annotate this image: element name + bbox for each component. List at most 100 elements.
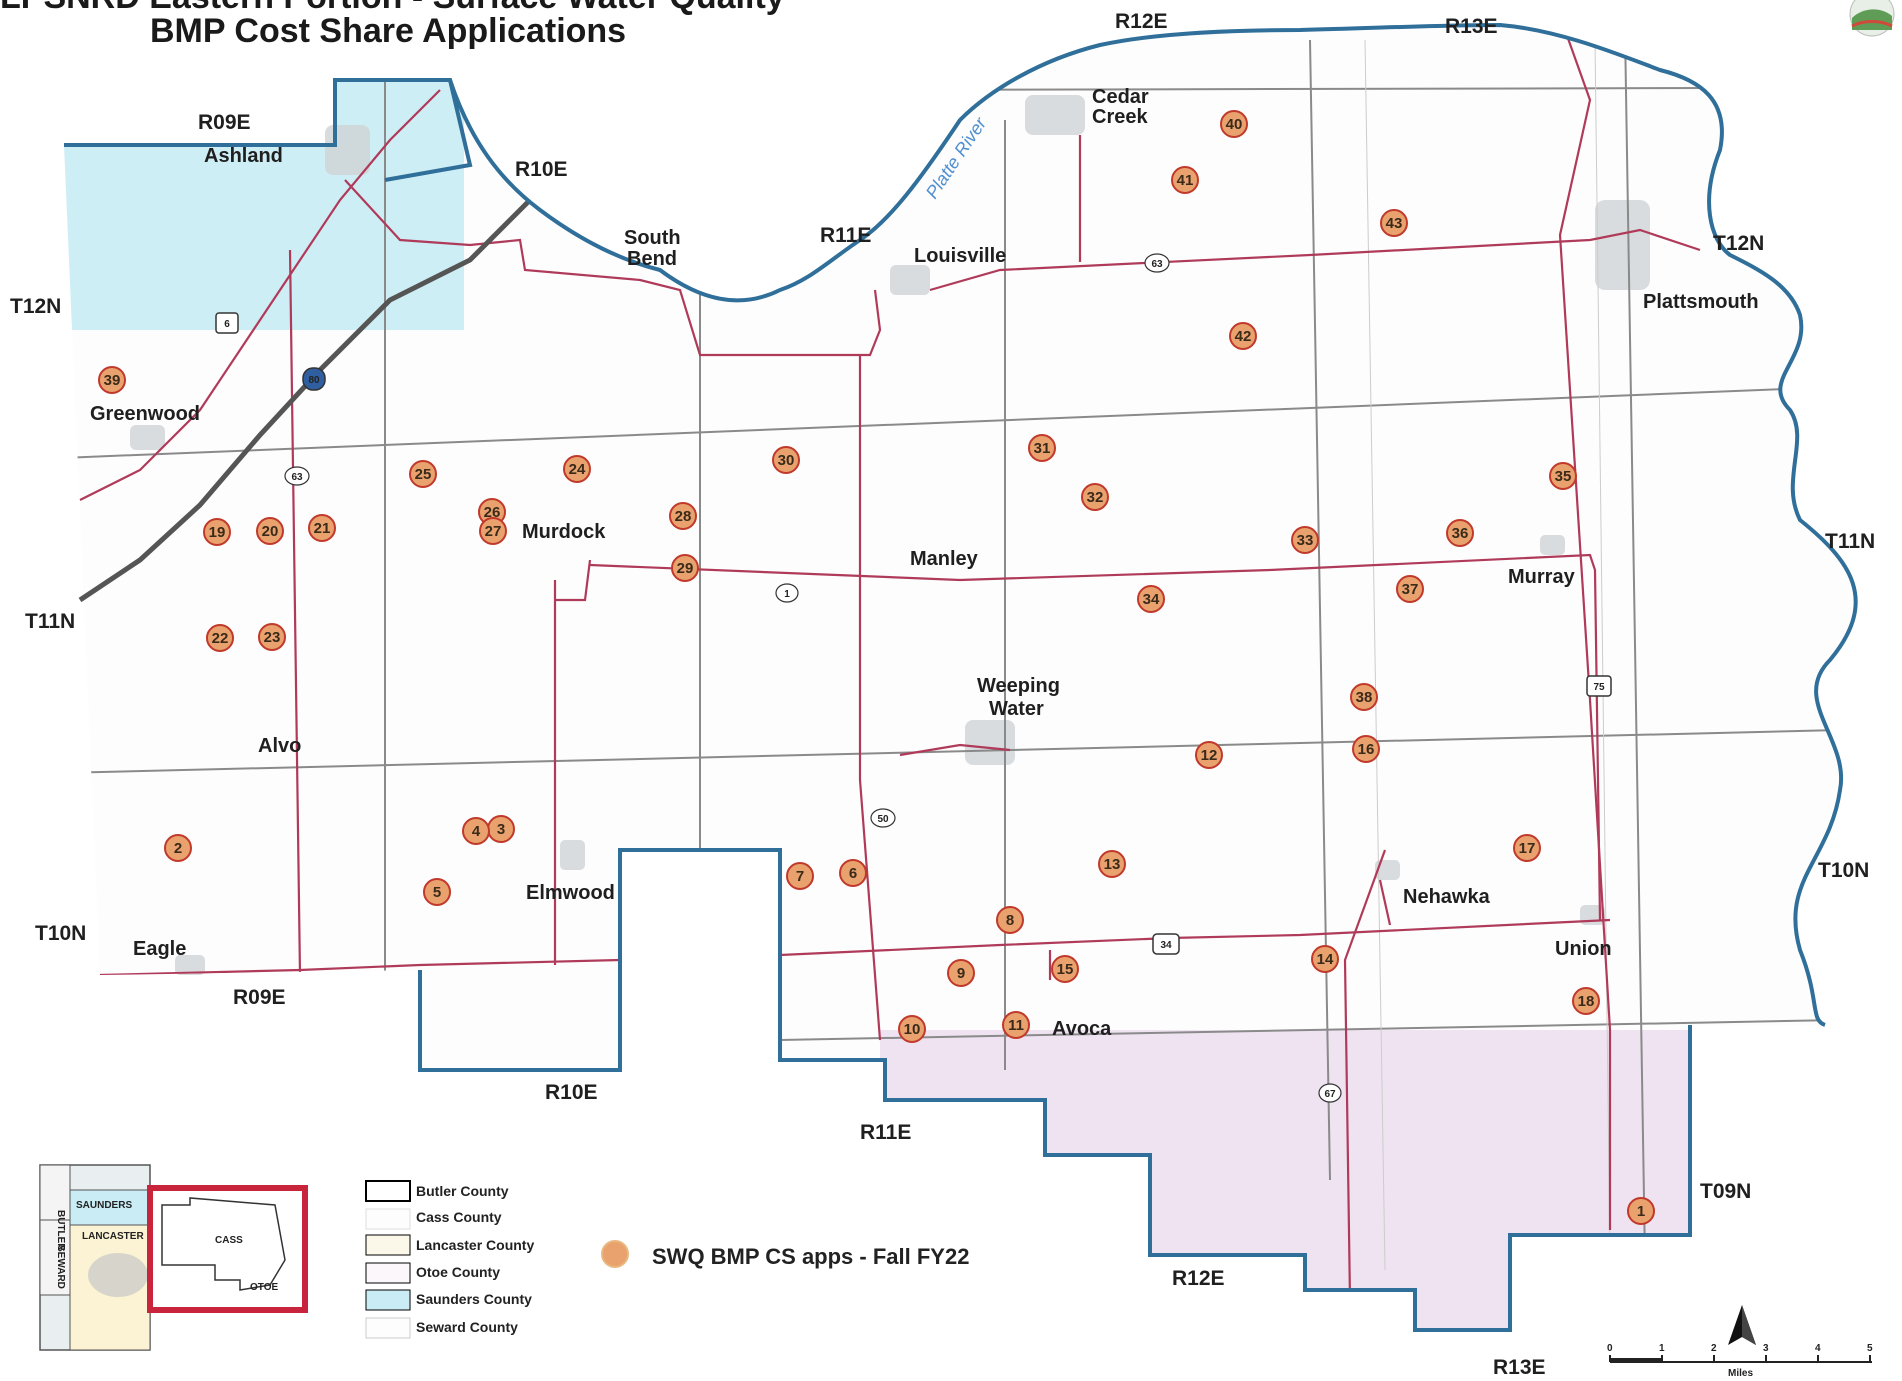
- application-point: 35: [1549, 462, 1577, 490]
- scale-tick: 0: [1607, 1343, 1613, 1354]
- application-point-marker: [1051, 955, 1079, 983]
- application-point-number: 16: [1358, 741, 1375, 758]
- township-labels: T12N T12N T11N T11N T10N T10N T09N: [10, 232, 1875, 1203]
- application-point: 16: [1352, 735, 1380, 763]
- application-point-number: 14: [1317, 951, 1334, 968]
- town-label: South: [624, 227, 681, 249]
- application-point: 19: [203, 518, 231, 546]
- application-point: 12: [1195, 741, 1223, 769]
- legend: Butler County Cass County Lancaster Coun…: [365, 1180, 969, 1339]
- application-point-number: 4: [472, 823, 481, 840]
- application-point: 24: [563, 455, 591, 483]
- application-point-number: 15: [1057, 961, 1074, 978]
- application-point: 21: [308, 514, 336, 542]
- application-point-marker: [462, 817, 490, 845]
- application-point-number: 8: [1006, 912, 1014, 929]
- application-point-number: 2: [174, 840, 182, 857]
- scale-bar: 0 1 2 3 4 5 Miles: [1607, 1343, 1873, 1379]
- route-number: 6: [224, 319, 230, 330]
- application-point-number: 17: [1519, 840, 1536, 857]
- application-point-marker: [206, 624, 234, 652]
- application-point: 9: [947, 959, 975, 987]
- application-point-marker: [479, 517, 507, 545]
- application-point-number: 30: [778, 452, 795, 469]
- application-point-number: 1: [1637, 1203, 1645, 1220]
- town-label: Nehawka: [1403, 886, 1491, 908]
- application-point-number: 21: [314, 520, 331, 537]
- application-point: 5: [423, 878, 451, 906]
- application-point: 1: [1627, 1197, 1655, 1225]
- town-label: Cedar: [1092, 86, 1149, 108]
- application-point: 30: [772, 446, 800, 474]
- range-label: R11E: [860, 1121, 911, 1144]
- application-point: 7: [786, 862, 814, 890]
- application-point-marker: [258, 623, 286, 651]
- application-point-number: 23: [264, 629, 281, 646]
- township-label: T12N: [10, 295, 61, 318]
- application-point-number: 29: [677, 560, 694, 577]
- legend-item: Seward County: [416, 1319, 518, 1335]
- range-label: R09E: [198, 111, 251, 134]
- application-point-marker: [786, 862, 814, 890]
- township-label: T12N: [1713, 232, 1764, 255]
- application-point-number: 3: [497, 821, 505, 838]
- township-label: T10N: [1818, 859, 1869, 882]
- application-point-marker: [1549, 462, 1577, 490]
- route-number: 50: [877, 814, 889, 825]
- range-label: R12E: [1115, 10, 1168, 33]
- application-point-number: 25: [415, 466, 432, 483]
- application-point: 15: [1051, 955, 1079, 983]
- application-point: 14: [1311, 945, 1339, 973]
- roads: [79, 29, 1701, 1301]
- map-title-line1: LPSNRD Eastern Portion - Surface Water Q…: [0, 0, 785, 17]
- town-label: Greenwood: [90, 403, 200, 425]
- application-point-marker: [1081, 483, 1109, 511]
- application-point: 36: [1446, 519, 1474, 547]
- north-arrow-icon: [1728, 1305, 1756, 1345]
- legend-item: Lancaster County: [416, 1237, 534, 1253]
- inset-label: CASS: [215, 1235, 243, 1246]
- application-point: 41: [1171, 166, 1199, 194]
- application-point: 33: [1291, 526, 1319, 554]
- application-point: 22: [206, 624, 234, 652]
- township-label: T11N: [25, 610, 75, 633]
- application-point: 8: [996, 906, 1024, 934]
- application-point-marker: [1352, 735, 1380, 763]
- route-shields: 6 80 63 63 1 50 75 34 67: [215, 253, 1612, 1103]
- application-point-marker: [1350, 683, 1378, 711]
- township-label: T10N: [35, 922, 86, 945]
- application-point-marker: [947, 959, 975, 987]
- application-point: 13: [1098, 850, 1126, 878]
- town-label: Ashland: [204, 145, 283, 167]
- range-label: R11E: [820, 224, 871, 247]
- route-number: 34: [1160, 940, 1172, 951]
- application-point-marker: [164, 834, 192, 862]
- town-label: Union: [1555, 938, 1612, 960]
- application-point: 27: [479, 517, 507, 545]
- application-point: 28: [669, 502, 697, 530]
- application-point: 34: [1137, 585, 1165, 613]
- legend-point-symbol: [601, 1240, 629, 1268]
- range-label: R12E: [1172, 1267, 1225, 1290]
- application-point-marker: [308, 514, 336, 542]
- application-point-number: 36: [1452, 525, 1469, 542]
- inset-locator-map: BUTLER SAUNDERS SEWARD LANCASTER CASS OT…: [39, 1164, 308, 1351]
- district-logo-icon: [1849, 0, 1895, 37]
- application-point-number: 41: [1177, 172, 1194, 189]
- application-point-number: 5: [433, 884, 441, 901]
- application-point-number: 19: [209, 524, 226, 541]
- legend-item: Butler County: [416, 1183, 509, 1199]
- application-point: 37: [1396, 575, 1424, 603]
- application-point: 40: [1220, 110, 1248, 138]
- application-point-number: 9: [957, 965, 965, 982]
- application-point: 25: [409, 460, 437, 488]
- application-point-marker: [203, 518, 231, 546]
- scale-tick: 5: [1867, 1343, 1873, 1354]
- application-point-marker: [1380, 209, 1408, 237]
- application-point: 31: [1028, 434, 1056, 462]
- application-point-number: 38: [1356, 689, 1373, 706]
- application-point-marker: [98, 366, 126, 394]
- application-point-number: 7: [796, 868, 804, 885]
- application-point-marker: [996, 906, 1024, 934]
- town-label: Avoca: [1052, 1018, 1112, 1040]
